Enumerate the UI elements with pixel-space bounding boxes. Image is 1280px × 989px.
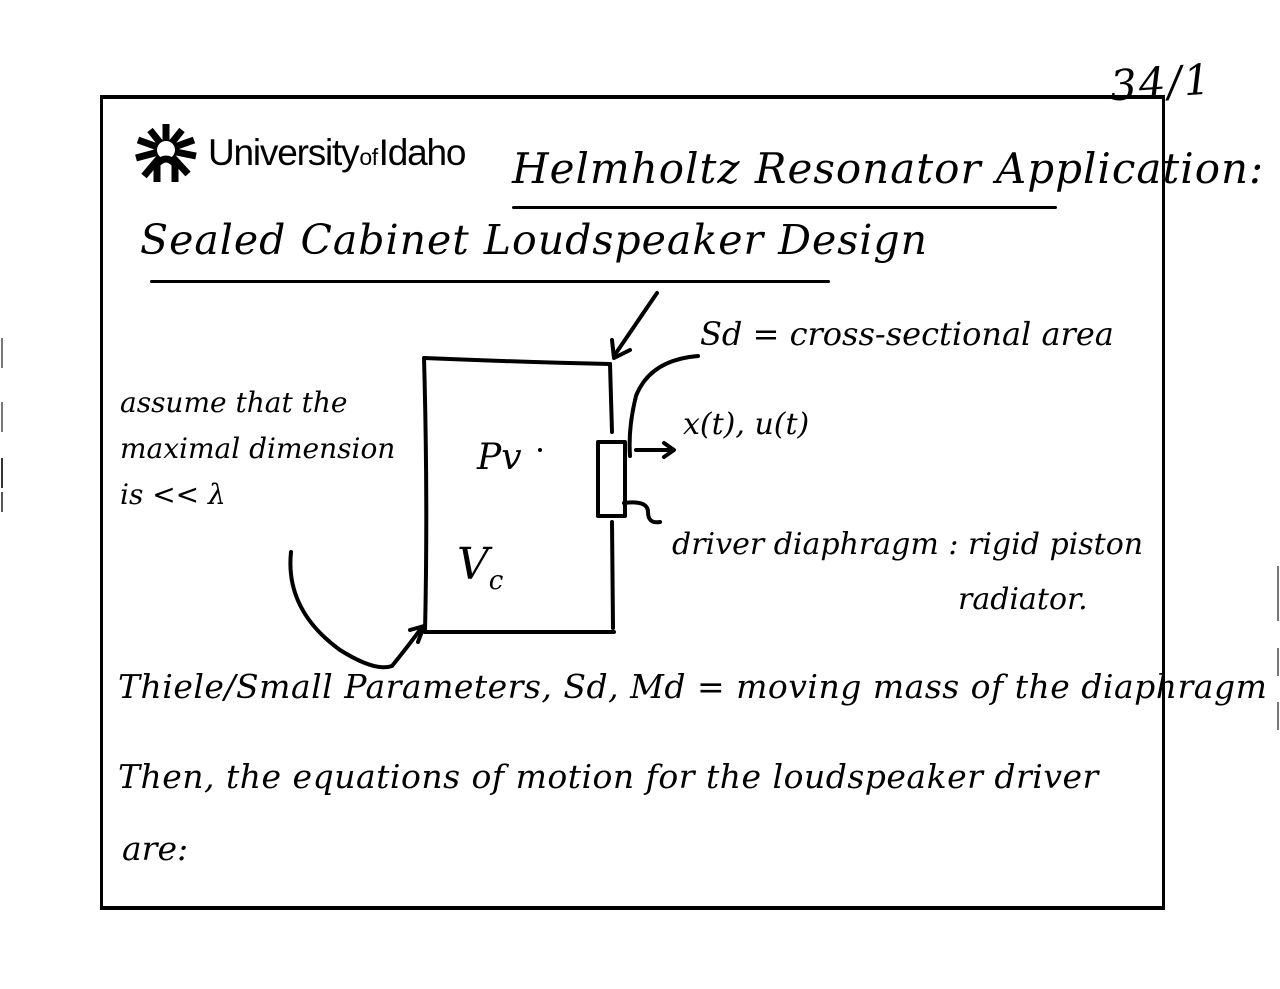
slide-frame — [100, 95, 1165, 910]
assumption-note-line: is << λ — [120, 478, 226, 511]
equations-of-motion-line-end: are: — [122, 829, 189, 868]
thiele-small-parameters-line: Thiele/Small Parameters, Sd, Md = moving… — [118, 667, 1268, 706]
displacement-velocity-label: x(t), u(t) — [683, 407, 810, 442]
wordmark-idaho: Idaho — [378, 131, 467, 173]
university-wordmark: UniversityofIdaho — [208, 131, 467, 173]
equations-of-motion-line: Then, the equations of motion for the lo… — [118, 757, 1099, 796]
pressure-label: Pv — [477, 437, 522, 478]
assumption-note-line: maximal dimension — [120, 432, 396, 465]
title-underline — [512, 206, 1057, 209]
university-logo: UniversityofIdaho — [130, 120, 467, 184]
driver-diaphragm-label-continued: radiator. — [958, 582, 1088, 617]
wordmark-of: of — [359, 143, 378, 170]
slide-subtitle: Sealed Cabinet Loudspeaker Design — [140, 216, 929, 264]
assumption-note: assume that the maximal dimension is << … — [120, 380, 395, 518]
driver-diaphragm-label: driver diaphragm : rigid piston — [672, 527, 1144, 562]
volume-subscript: c — [488, 565, 504, 596]
cross-sectional-area-label: Sd = cross-sectional area — [700, 315, 1114, 353]
slide-title: Helmholtz Resonator Application: — [512, 144, 1265, 193]
cabinet-volume-label: Vc — [457, 543, 503, 594]
university-sunburst-icon — [135, 124, 197, 182]
subtitle-underline — [150, 280, 830, 283]
wordmark-university: University — [208, 131, 360, 173]
volume-symbol: V — [457, 539, 489, 590]
assumption-note-line: assume that the — [120, 386, 348, 419]
